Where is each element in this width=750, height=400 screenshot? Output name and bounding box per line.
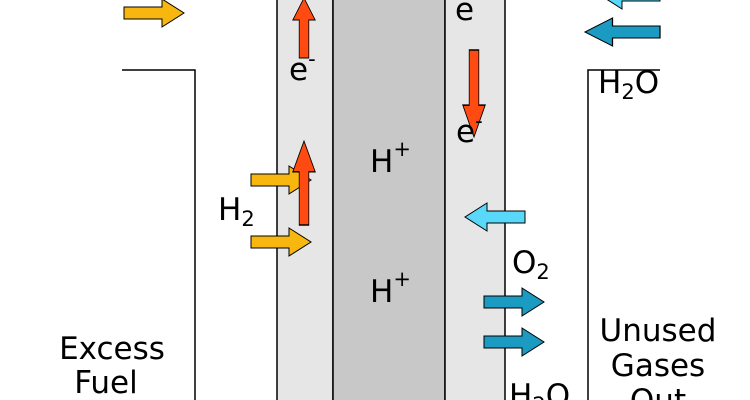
water-label: H2O [509,378,570,400]
water-in-arrow-icon [599,0,661,10]
electron-label: e- [289,47,316,88]
proton-label: H+ [370,267,411,310]
electron-label: e [455,0,474,28]
h2-label: H2 [218,192,255,231]
fuel-in-arrow-icon [123,0,185,28]
excess-fuel-label: Excess [59,331,165,367]
air-channel-wall [587,69,660,400]
unused-gases-label: Gases [611,348,705,384]
electron-label: e- [456,109,483,150]
water-label: H2O [598,65,659,104]
proton-label: H+ [370,137,411,180]
fuel-channel-wall [122,69,196,400]
unused-gases-label: Out [630,383,686,400]
excess-fuel-label: Fuel [74,365,137,400]
electrolyte-layer [332,0,446,400]
unused-gases-label: Unused [600,313,717,349]
water-in-arrow-icon [584,17,661,47]
o2-label: O2 [512,245,550,284]
